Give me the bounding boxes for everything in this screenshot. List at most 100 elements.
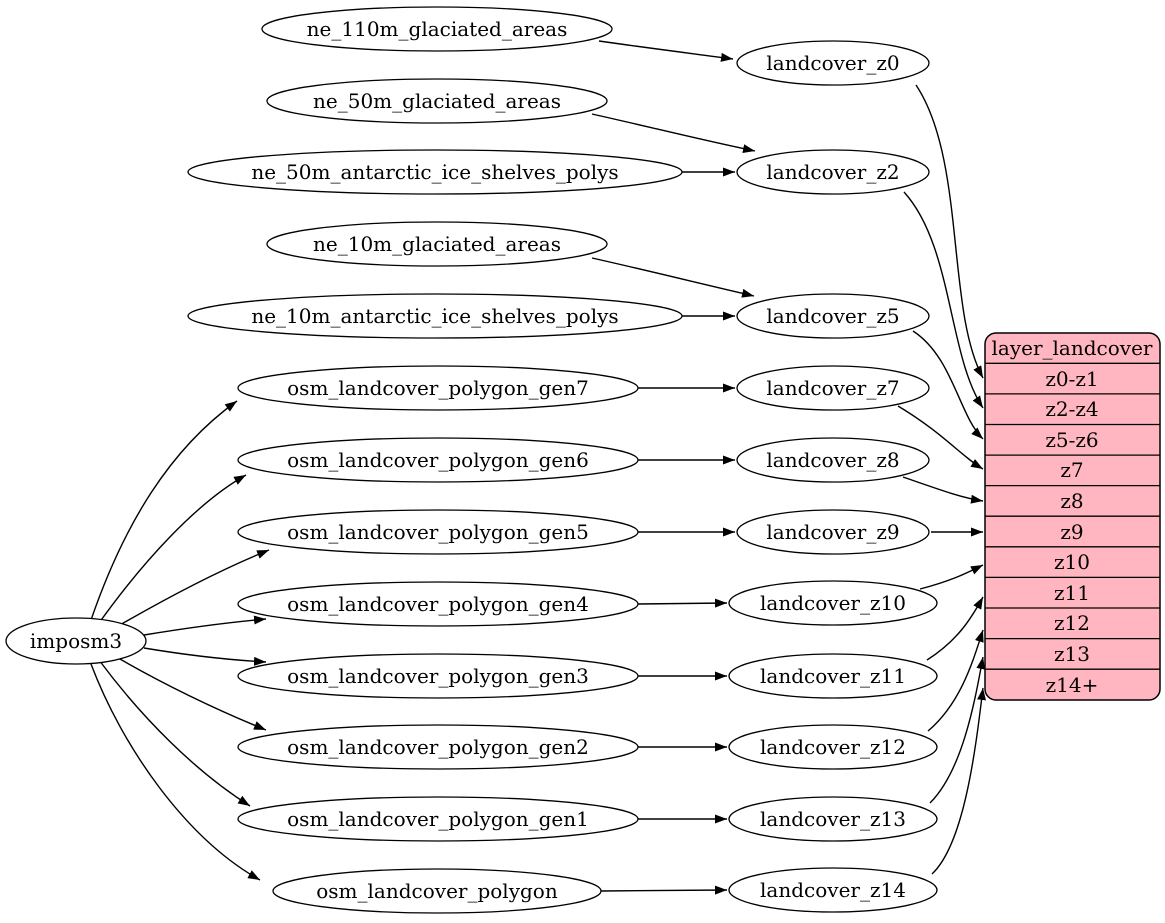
record-row-z11: z11	[1054, 581, 1090, 605]
node-landcover-z11-label: landcover_z11	[760, 664, 906, 688]
edge-imposm3-gen6	[98, 474, 247, 624]
node-osm-landcover-polygon-label: osm_landcover_polygon	[316, 879, 558, 903]
node-osm-landcover-polygon-gen5-label: osm_landcover_polygon_gen5	[287, 520, 589, 544]
node-osm-landcover-polygon-gen1-label: osm_landcover_polygon_gen1	[287, 807, 589, 831]
record-row-z12: z12	[1054, 611, 1090, 635]
node-ne-10m-glaciated-areas: ne_10m_glaciated_areas	[266, 221, 608, 267]
node-landcover-z13-shape	[728, 796, 938, 842]
node-osm-landcover-polygon-gen7: osm_landcover_polygon_gen7	[237, 365, 639, 411]
edge-imposm3-polygon	[90, 663, 261, 881]
node-landcover-z7-label: landcover_z7	[766, 376, 899, 400]
node-osm-landcover-polygon-gen1-shape	[237, 796, 639, 842]
node-ne-50m-antarctic-ice-shelves-polys: ne_50m_antarctic_ice_shelves_polys	[187, 149, 683, 195]
record-row-z13: z13	[1054, 642, 1090, 666]
node-ne-50m-glaciated-areas-shape	[266, 78, 608, 124]
record-row-z10: z10	[1054, 550, 1090, 574]
node-ne-110m-glaciated-areas-label: ne_110m_glaciated_areas	[307, 17, 568, 41]
node-landcover-z7: landcover_z7	[736, 365, 930, 411]
edge-imposm3-gen3	[143, 647, 267, 666]
node-ne-10m-glaciated-areas-shape	[266, 221, 608, 267]
node-osm-landcover-polygon-gen2-label: osm_landcover_polygon_gen2	[287, 735, 589, 759]
node-osm-landcover-polygon-gen7-shape	[237, 365, 639, 411]
record-row-z8: z8	[1060, 489, 1083, 513]
node-ne-10m-antarctic-ice-shelves-polys-label: ne_10m_antarctic_ice_shelves_polys	[251, 304, 618, 328]
node-landcover-z2-shape	[736, 149, 930, 195]
record-row-z14plus: z14+	[1046, 673, 1099, 697]
node-landcover-z13-label: landcover_z13	[760, 807, 906, 831]
node-ne-50m-antarctic-ice-shelves-polys-shape	[187, 149, 683, 195]
node-landcover-z8-shape	[736, 437, 930, 483]
node-landcover-z2: landcover_z2	[736, 149, 930, 195]
node-osm-landcover-polygon-gen4: osm_landcover_polygon_gen4	[237, 581, 639, 627]
node-landcover-z9-shape	[736, 509, 930, 555]
edge-polygon-z14	[600, 885, 728, 895]
node-osm-landcover-polygon-gen1: osm_landcover_polygon_gen1	[237, 796, 639, 842]
node-landcover-z12-label: landcover_z12	[760, 735, 906, 759]
record-row-z2-z4: z2-z4	[1045, 397, 1098, 421]
edge-ne110m-z0	[598, 40, 734, 62]
node-landcover-z14-shape	[728, 867, 938, 913]
node-landcover-z0: landcover_z0	[736, 40, 930, 86]
node-osm-landcover-polygon-gen4-label: osm_landcover_polygon_gen4	[287, 592, 589, 616]
node-osm-landcover-polygon-gen6: osm_landcover_polygon_gen6	[237, 437, 639, 483]
edge-z5-row-z5z6	[912, 330, 984, 440]
node-landcover-z14-label: landcover_z14	[760, 878, 906, 902]
node-osm-landcover-polygon-gen2-shape	[237, 724, 639, 770]
node-landcover-z8: landcover_z8	[736, 437, 930, 483]
edge-z12-row-z12	[927, 629, 984, 732]
node-ne-10m-antarctic-ice-shelves-polys-shape	[187, 293, 683, 339]
edge-imposm3-gen2	[112, 654, 267, 731]
node-landcover-z12-shape	[728, 724, 938, 770]
node-ne-50m-glaciated-areas: ne_50m_glaciated_areas	[266, 78, 608, 124]
edge-z0-row-z0z1	[915, 84, 984, 379]
edge-group	[90, 40, 987, 895]
edge-z11-row-z11	[926, 596, 984, 661]
node-ne-110m-glaciated-areas-shape	[261, 6, 613, 52]
node-landcover-z11: landcover_z11	[728, 653, 938, 699]
node-osm-landcover-polygon-gen2: osm_landcover_polygon_gen2	[237, 724, 639, 770]
node-landcover-z11-shape	[728, 653, 938, 699]
node-landcover-z5-shape	[736, 293, 930, 339]
node-osm-landcover-polygon-gen4-shape	[237, 581, 639, 627]
node-osm-landcover-polygon-gen3: osm_landcover_polygon_gen3	[237, 653, 639, 699]
edge-z7-row-z7	[897, 405, 984, 470]
edge-imposm3-gen4	[143, 615, 267, 636]
node-landcover-z0-label: landcover_z0	[766, 51, 899, 75]
record-row-z9: z9	[1060, 520, 1083, 544]
node-landcover-z10-shape	[728, 580, 938, 626]
node-landcover-z9: landcover_z9	[736, 509, 930, 555]
node-landcover-z5-label: landcover_z5	[766, 304, 899, 328]
record-row-z0-z1: z0-z1	[1045, 367, 1098, 391]
edge-imposm3-gen1	[98, 659, 251, 807]
node-ne-10m-antarctic-ice-shelves-polys: ne_10m_antarctic_ice_shelves_polys	[187, 293, 683, 339]
node-landcover-z0-shape	[736, 40, 930, 86]
node-ne-110m-glaciated-areas: ne_110m_glaciated_areas	[261, 6, 613, 52]
edge-imposm3-gen5	[112, 549, 270, 630]
node-landcover-z9-label: landcover_z9	[766, 520, 899, 544]
node-landcover-z10-label: landcover_z10	[760, 591, 906, 615]
edge-z8-row-z8	[902, 476, 984, 504]
record-row-z5-z6: z5-z6	[1045, 428, 1098, 452]
record-title: layer_landcover	[992, 336, 1153, 360]
node-osm-landcover-polygon-gen6-label: osm_landcover_polygon_gen6	[287, 448, 589, 472]
node-osm-landcover-polygon-gen3-label: osm_landcover_polygon_gen3	[287, 664, 589, 688]
node-landcover-z2-label: landcover_z2	[766, 160, 899, 184]
node-landcover-z14: landcover_z14	[728, 867, 938, 913]
node-landcover-z7-shape	[736, 365, 930, 411]
node-ne-10m-glaciated-areas-label: ne_10m_glaciated_areas	[313, 232, 561, 256]
node-landcover-z10: landcover_z10	[728, 580, 938, 626]
edge-ne10m-glaciated-z5	[591, 257, 755, 298]
node-landcover-z12: landcover_z12	[728, 724, 938, 770]
edge-z10-row-z10	[919, 564, 984, 590]
edge-gen4-z10	[637, 598, 728, 608]
record-row-z7: z7	[1060, 458, 1083, 482]
edge-imposm3-gen7	[90, 400, 238, 621]
node-osm-landcover-polygon: osm_landcover_polygon	[272, 868, 602, 914]
node-landcover-z8-label: landcover_z8	[766, 448, 899, 472]
node-landcover-z13: landcover_z13	[728, 796, 938, 842]
node-osm-landcover-polygon-gen3-shape	[237, 653, 639, 699]
node-landcover-z5: landcover_z5	[736, 293, 930, 339]
edge-z13-row-z13	[929, 656, 986, 804]
node-imposm3-label: imposm3	[30, 629, 122, 653]
